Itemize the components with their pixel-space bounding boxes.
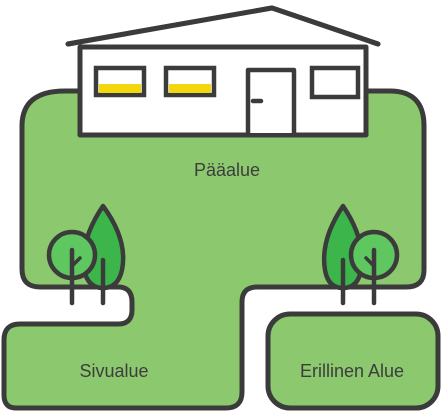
- window-middle: [163, 65, 217, 98]
- house-door: [245, 67, 297, 133]
- window-right: [309, 65, 361, 100]
- tree-icon-left: [46, 203, 126, 306]
- house-roof-line: [65, 5, 381, 47]
- separate-area-zone: [265, 311, 441, 411]
- tree-icon-right: [321, 203, 400, 306]
- window-left: [93, 65, 147, 98]
- main-area-label: Pääalue: [194, 160, 260, 180]
- house-roof-fill: [72, 10, 374, 44]
- side-area-label: Sivualue: [79, 361, 148, 381]
- separate-area-label: Erillinen Alue: [300, 361, 404, 381]
- main-area-zone: [1, 88, 427, 411]
- house-icon: [65, 5, 381, 138]
